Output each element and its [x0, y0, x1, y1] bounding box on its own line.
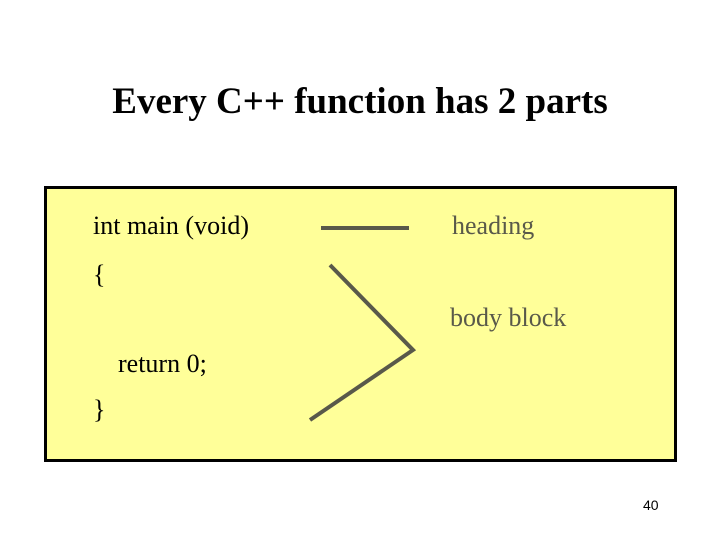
annotation-label-body-block: body block	[450, 303, 567, 332]
page-title: Every C++ function has 2 parts	[112, 81, 608, 122]
code-line-return: return 0;	[118, 349, 207, 378]
code-line-open-brace: {	[93, 260, 106, 289]
page-number: 40	[643, 497, 659, 513]
code-line-close-brace: }	[93, 395, 106, 424]
annotation-label-heading: heading	[452, 211, 535, 240]
code-line-signature: int main (void)	[93, 211, 249, 240]
